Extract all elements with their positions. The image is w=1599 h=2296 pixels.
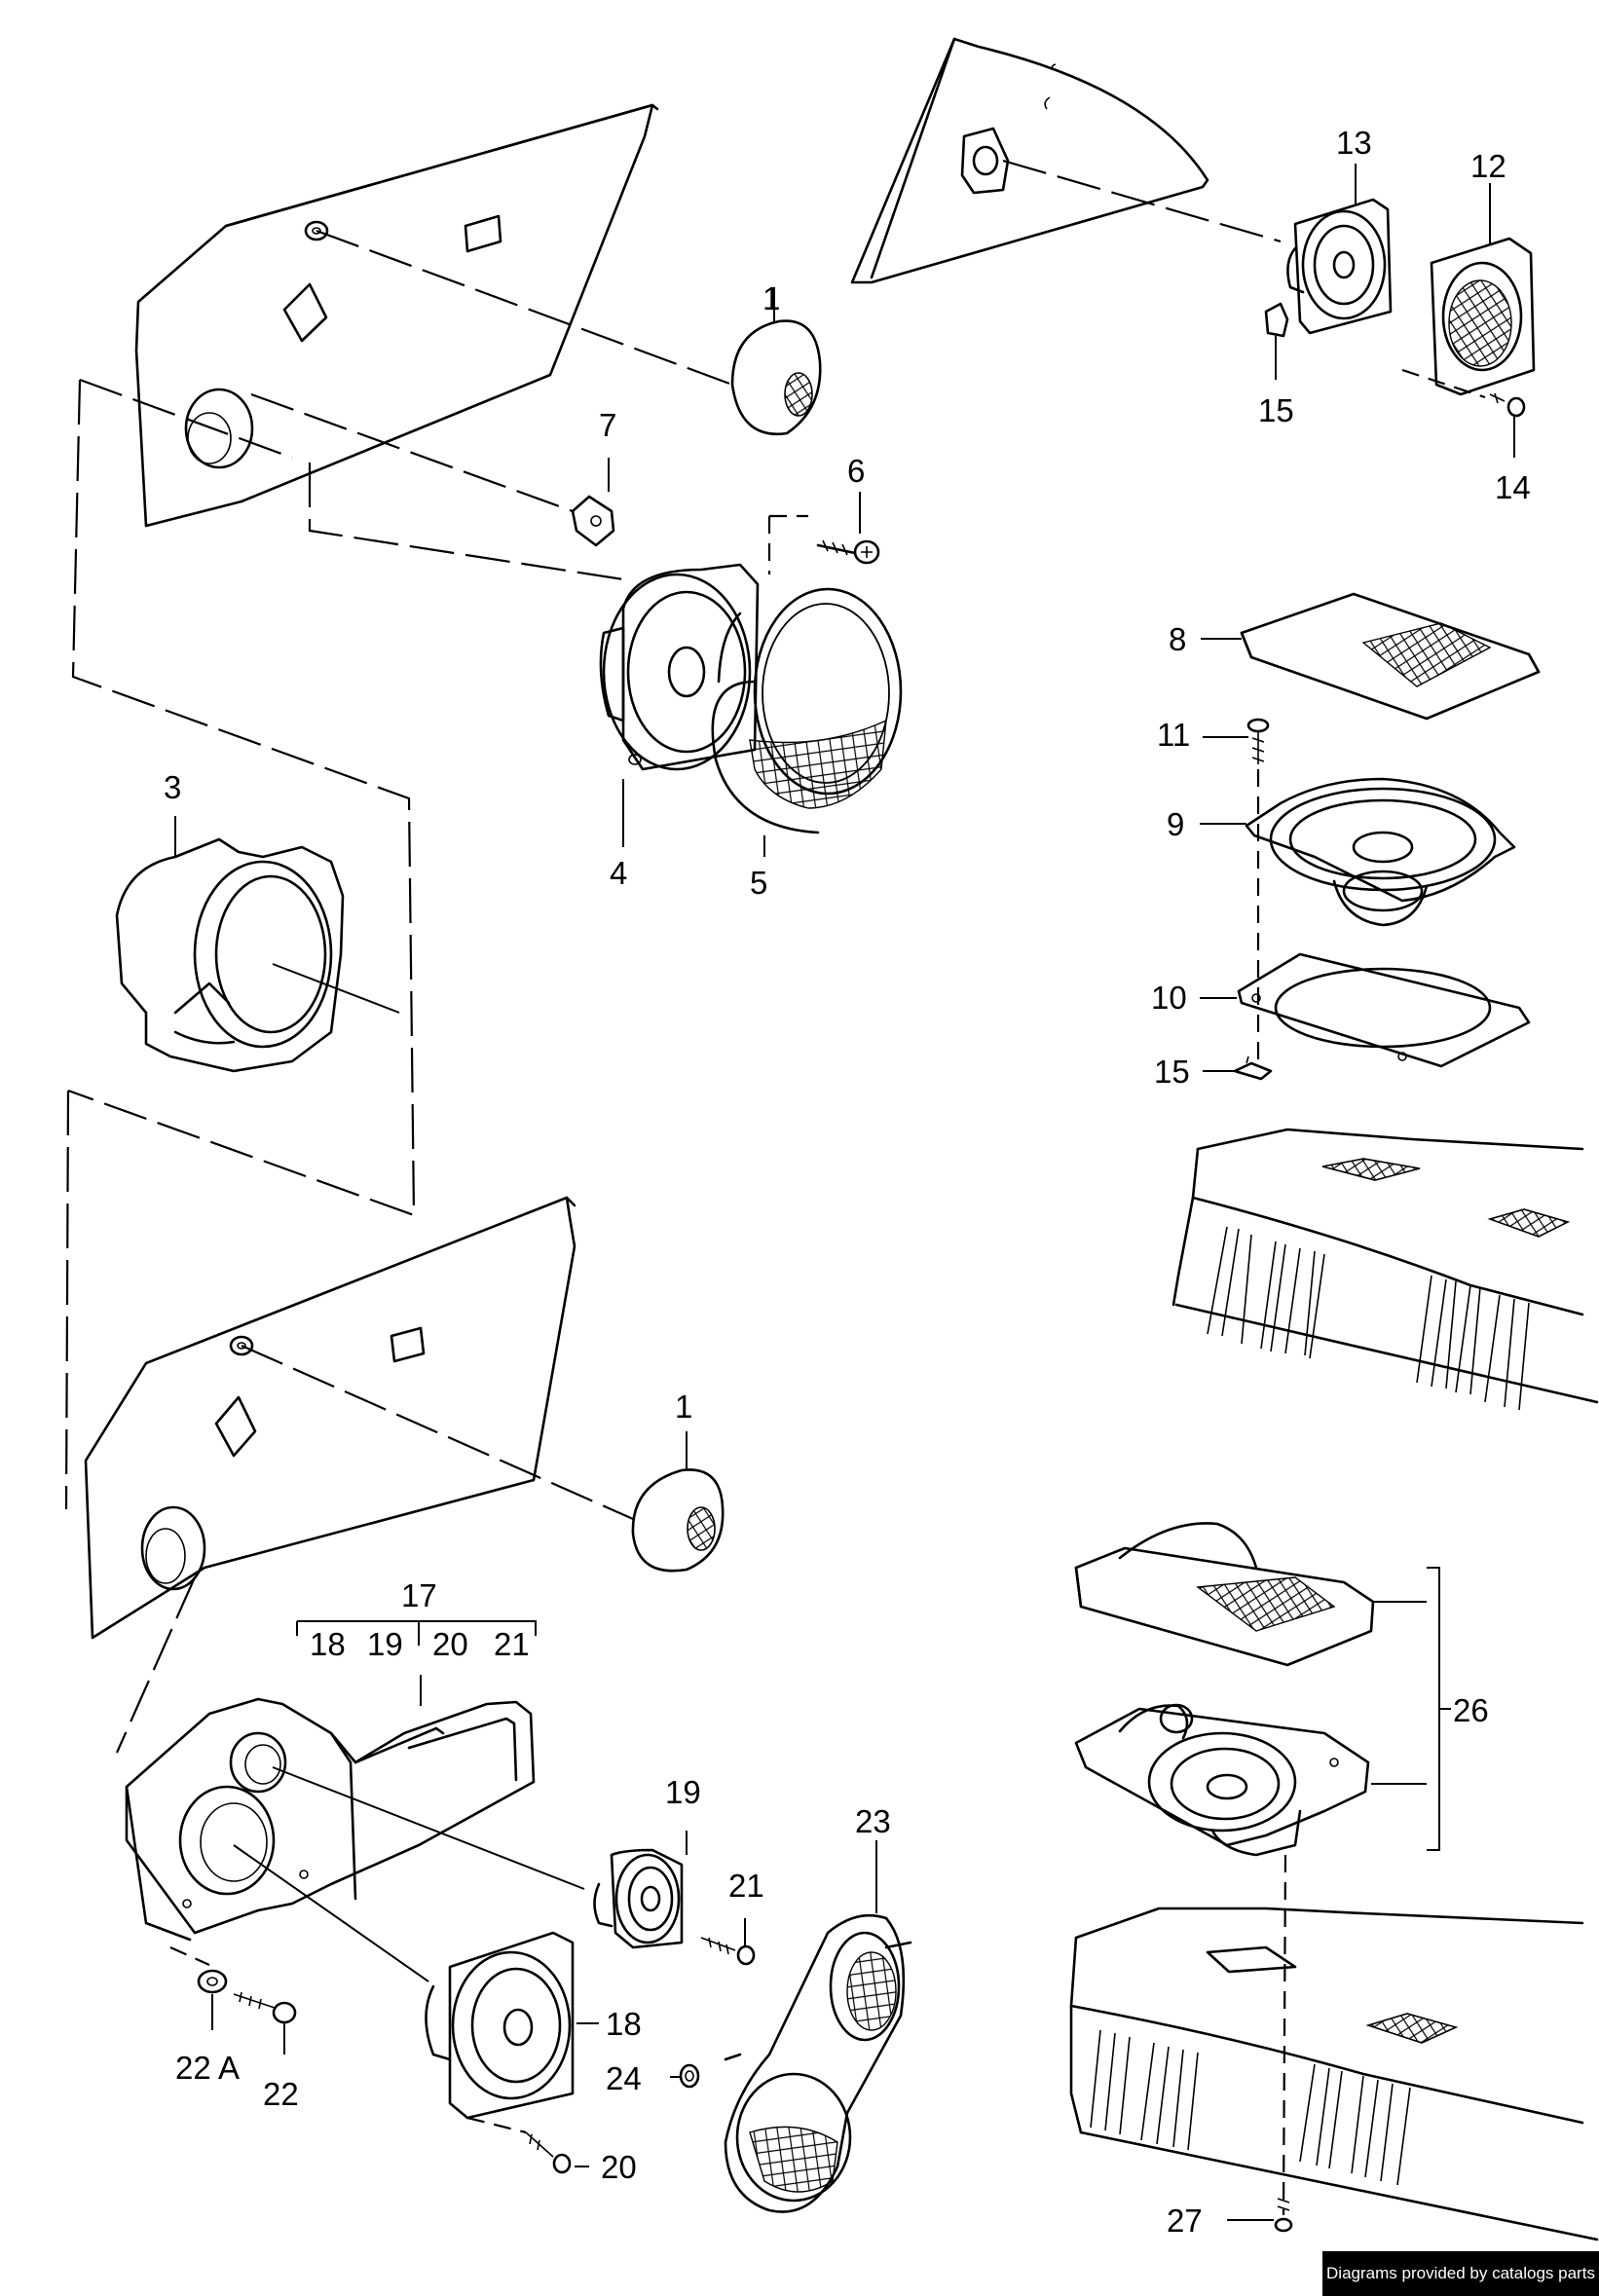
callout-24: 24 (606, 2060, 642, 2096)
leader-washer (169, 1945, 210, 1967)
callout-18: 18 (606, 2006, 642, 2042)
callout-12: 12 (1470, 148, 1506, 184)
leader-clip (250, 392, 574, 513)
speaker-gasket (1237, 952, 1531, 1068)
woofer-lower (425, 1931, 575, 2120)
line-woofer-lower (233, 1844, 429, 1982)
speaker-cap-upper (730, 319, 822, 436)
callout-20: 20 (601, 2149, 637, 2185)
diagram-credit: Diagrams provided by catalogs parts (1322, 2251, 1599, 2296)
callout-26: 26 (1453, 1692, 1489, 1728)
callout-22: 22 (263, 2076, 299, 2112)
callout-6: 6 (847, 453, 865, 489)
woofer-upper (599, 563, 760, 771)
screw-woofer-lower (525, 2131, 572, 2174)
callout-17-21: 21 (494, 1626, 530, 1662)
callout-15-mid: 15 (1154, 1054, 1190, 1090)
rear-shelf-upper (1171, 1128, 1599, 1411)
screw-rear (1489, 392, 1526, 418)
speaker-enclosure (125, 1697, 536, 1942)
callout-11: 11 (1157, 717, 1190, 753)
screw-upper (816, 539, 880, 565)
small-speaker-rear (1286, 198, 1393, 335)
oval-speaker (1245, 777, 1516, 927)
callout-4: 4 (610, 855, 627, 891)
line-adapter (272, 963, 400, 1014)
callout-8: 8 (1169, 621, 1186, 657)
speaker-grille-rear (1430, 237, 1536, 396)
screw-22 (233, 1991, 297, 2024)
callout-17: 17 (401, 1577, 437, 1613)
bracket-26 (1371, 1567, 1451, 1851)
callout-19: 19 (665, 1774, 701, 1810)
rear-shelf-lower (1069, 1907, 1599, 2241)
callout-10: 10 (1151, 980, 1187, 1016)
clip-nut-oval (1233, 1055, 1273, 1081)
leader-door-lower (115, 1576, 197, 1754)
leader-axis-27 (1282, 1854, 1287, 2216)
callout-23: 23 (855, 1803, 891, 1839)
callout-14: 14 (1495, 469, 1531, 505)
grille-upper (711, 587, 903, 834)
grille-plate (1240, 592, 1541, 721)
callout-13: 13 (1336, 125, 1372, 161)
speaker-26 (1074, 1703, 1370, 1857)
callout-7: 7 (599, 407, 616, 443)
callout-5: 5 (750, 865, 767, 901)
grille-top-26 (1074, 1522, 1375, 1667)
callout-17-20: 20 (432, 1626, 468, 1662)
washer (197, 1969, 228, 1994)
callout-9: 9 (1167, 806, 1184, 842)
leader-cap-upper (316, 229, 733, 387)
leader-woofer-upper (308, 463, 624, 581)
callout-17-19: 19 (367, 1626, 403, 1662)
door-panel-lower (84, 1196, 576, 1640)
callout-17-18: 18 (310, 1626, 346, 1662)
door-panel-upper (134, 103, 659, 528)
callout-1-bottom: 1 (675, 1389, 692, 1425)
callout-21: 21 (728, 1868, 764, 1904)
leader-cap-lower (241, 1344, 634, 1521)
nut-24 (679, 2063, 700, 2089)
speaker-adapter-ring (115, 837, 345, 1073)
callout-numbers: 1 7 6 3 4 5 13 12 15 14 8 11 9 10 15 1 1… (164, 125, 1531, 2239)
leader-screw (767, 514, 808, 574)
rear-side-panel (850, 37, 1209, 284)
grille-lower (724, 1913, 912, 2213)
callout-1-top: 1 (762, 280, 780, 316)
leader-screw-rear (1401, 368, 1486, 399)
clip-nut-rear (1264, 302, 1289, 338)
line-small-speaker (272, 1766, 585, 1890)
screw-27 (1274, 2198, 1293, 2233)
small-speaker-lower (593, 1848, 684, 1949)
leader-tweeter-rear (1002, 159, 1282, 243)
clip-nut (571, 495, 615, 547)
leader-screw-20 (466, 2116, 527, 2134)
speaker-cap-lower (631, 1468, 725, 1573)
callout-15-top: 15 (1258, 392, 1294, 428)
screw-oval-speaker (1246, 718, 1270, 764)
callout-27: 27 (1167, 2203, 1203, 2239)
bracket-17 (296, 1620, 537, 1646)
callout-22a: 22 A (175, 2050, 240, 2086)
callout-3: 3 (164, 769, 181, 805)
callout-leaders (174, 164, 1515, 2221)
assembly-boundary-upper (64, 378, 416, 1510)
